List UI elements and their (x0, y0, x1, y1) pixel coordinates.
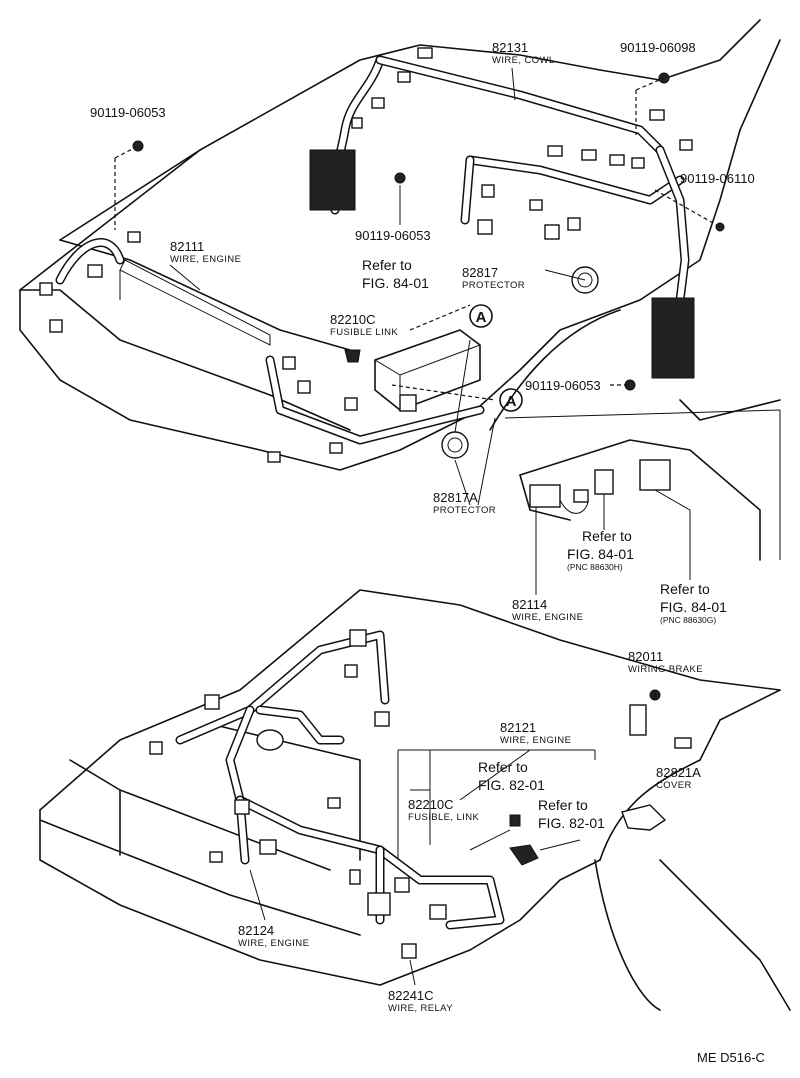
svg-text:ME D516-C: ME D516-C (697, 1050, 765, 1065)
label-82821a: 82821A COVER (656, 765, 701, 791)
svg-text:82210C: 82210C (408, 797, 454, 812)
svg-text:82817: 82817 (462, 265, 498, 280)
svg-text:82124: 82124 (238, 923, 274, 938)
label-82131: 82131 WIRE, COWL (492, 40, 555, 66)
svg-text:90119-06110: 90119-06110 (680, 171, 755, 186)
svg-text:Refer to: Refer to (478, 759, 528, 775)
svg-text:FIG. 82-01: FIG. 82-01 (478, 777, 545, 793)
label-82011: 82011 WIRING BRAKE (628, 649, 703, 675)
label-82210c-top: 82210C FUSIBLE LINK (330, 312, 398, 338)
label-refer-to-pnc-88630h: Refer to FIG. 84-01 (PNC 88630H) (567, 528, 634, 572)
label-90119-06053-center: 90119-06053 (355, 228, 431, 243)
svg-text:WIRE, ENGINE: WIRE, ENGINE (238, 938, 309, 949)
svg-text:Refer to: Refer to (660, 581, 710, 597)
svg-text:Refer to: Refer to (538, 797, 588, 813)
label-refer-to-fig-82-01-b: Refer to FIG. 82-01 (538, 797, 605, 831)
label-82241c: 82241C WIRE, RELAY (388, 988, 453, 1014)
svg-text:A: A (476, 309, 487, 326)
svg-text:WIRE, COWL: WIRE, COWL (492, 55, 555, 66)
label-82210c-bottom: 82210C FUSIBLE, LINK (408, 797, 479, 823)
lower-harness-wires (175, 630, 505, 930)
svg-text:A: A (506, 393, 517, 410)
svg-text:WIRE, ENGINE: WIRE, ENGINE (170, 254, 241, 265)
svg-text:WIRE, ENGINE: WIRE, ENGINE (500, 735, 571, 746)
svg-text:82821A: 82821A (656, 765, 701, 780)
svg-text:82114: 82114 (512, 597, 547, 612)
svg-text:COVER: COVER (656, 780, 692, 791)
inset-detail (519, 439, 761, 595)
footer-code: ME D516-C (697, 1050, 765, 1065)
svg-text:90119-06098: 90119-06098 (620, 40, 696, 55)
svg-text:WIRING BRAKE: WIRING BRAKE (628, 664, 703, 675)
svg-text:(PNC 88630G): (PNC 88630G) (660, 615, 716, 625)
svg-text:82131: 82131 (492, 40, 528, 55)
svg-text:82241C: 82241C (388, 988, 434, 1003)
upper-leader-lines (114, 67, 781, 560)
svg-text:FUSIBLE LINK: FUSIBLE LINK (330, 327, 398, 338)
label-refer-to-top: Refer to FIG. 84-01 (362, 257, 429, 291)
svg-text:82121: 82121 (500, 720, 536, 735)
svg-text:82011: 82011 (628, 649, 663, 664)
svg-text:90119-06053: 90119-06053 (525, 378, 601, 393)
svg-text:82817A: 82817A (433, 490, 478, 505)
label-82121: 82121 WIRE, ENGINE (500, 720, 571, 746)
label-82817: 82817 PROTECTOR (462, 265, 525, 291)
svg-text:90119-06053: 90119-06053 (355, 228, 431, 243)
svg-text:FIG. 84-01: FIG. 84-01 (660, 599, 727, 615)
lower-leader-lines (249, 690, 656, 986)
svg-text:FUSIBLE, LINK: FUSIBLE, LINK (408, 812, 479, 823)
svg-text:90119-06053: 90119-06053 (90, 105, 166, 120)
label-90119-06053-right: 90119-06053 (525, 378, 601, 393)
lower-connectors (149, 629, 692, 959)
svg-text:82111: 82111 (170, 239, 204, 254)
label-82114: 82114 WIRE, ENGINE (512, 597, 583, 623)
svg-text:WIRE, ENGINE: WIRE, ENGINE (512, 612, 583, 623)
svg-text:WIRE, RELAY: WIRE, RELAY (388, 1003, 453, 1014)
callout-circle-a-top: A (469, 304, 493, 328)
lower-car-body (39, 589, 791, 1011)
svg-text:Refer to: Refer to (582, 528, 632, 544)
svg-text:Refer to: Refer to (362, 257, 412, 273)
callout-circle-a-bottom: A (499, 388, 523, 412)
svg-text:(PNC 88630H): (PNC 88630H) (567, 562, 623, 572)
label-90119-06053-top-left: 90119-06053 (90, 105, 166, 120)
upper-connectors (39, 47, 695, 463)
label-82817a: 82817A PROTECTOR (433, 490, 496, 516)
svg-text:82210C: 82210C (330, 312, 376, 327)
label-refer-to-pnc-88630g: Refer to FIG. 84-01 (PNC 88630G) (660, 581, 727, 625)
label-90119-06098: 90119-06098 (620, 40, 696, 55)
svg-text:FIG. 82-01: FIG. 82-01 (538, 815, 605, 831)
svg-text:PROTECTOR: PROTECTOR (462, 280, 525, 291)
label-90119-06110: 90119-06110 (680, 171, 755, 186)
svg-text:FIG. 84-01: FIG. 84-01 (362, 275, 429, 291)
svg-text:FIG. 84-01: FIG. 84-01 (567, 546, 634, 562)
label-82111: 82111 WIRE, ENGINE (170, 239, 241, 265)
label-82124: 82124 WIRE, ENGINE (238, 923, 309, 949)
svg-text:PROTECTOR: PROTECTOR (433, 505, 496, 516)
label-refer-to-fig-82-01-a: Refer to FIG. 82-01 (478, 759, 545, 793)
